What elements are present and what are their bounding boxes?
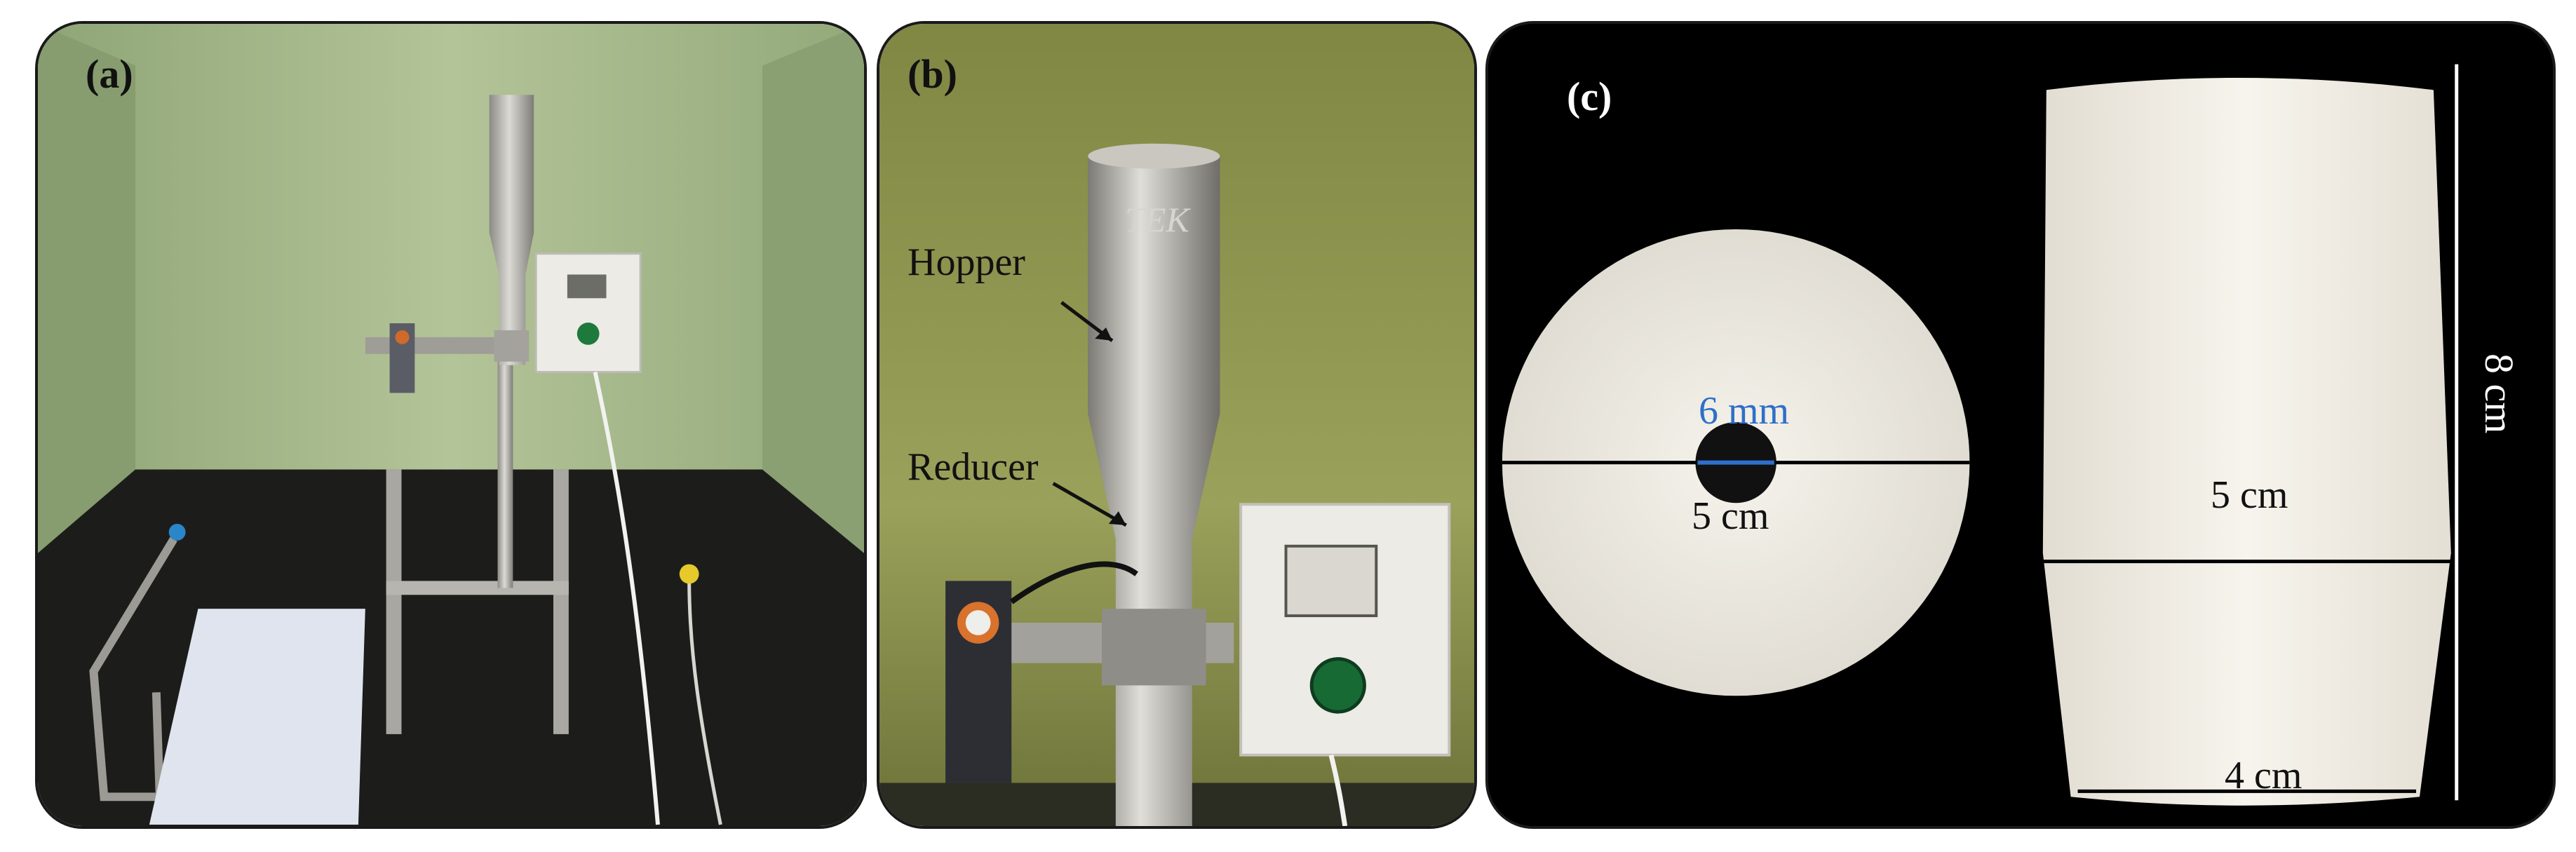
right-wall [762,24,864,553]
reducer-arrow-head [1108,511,1126,525]
instruction-manual [149,609,365,825]
panel-c-illustration [1488,24,2553,826]
hopper-arrow-head [1095,327,1112,341]
clamp-block-b [1102,609,1206,686]
controller-button [576,323,600,345]
regulator-gauge [395,330,410,344]
controller-display-b [1284,544,1378,618]
reducer-label: Reducer [908,445,1039,489]
clamp-block [494,330,530,362]
hopper-a [489,95,534,365]
funnel-side-view [2042,77,2451,806]
power-cable [593,371,660,825]
blue-connector [168,524,186,541]
cup-bottom-label: 4 cm [2225,754,2302,797]
hopper-rim [1088,143,1220,169]
base-crossbar [386,581,569,595]
panel-b-illustration [879,24,1474,826]
controller-button-b [1309,657,1366,714]
controller-box [534,252,642,374]
base-rail-right [553,469,569,734]
panel-c-photo: (c) 6 mm 5 cm 5 cm 4 cm 8 cm [1485,21,2556,829]
panel-a-illustration [38,24,864,826]
panel-label-c: (c) [1567,74,1612,119]
orifice-label: 6 mm [1699,389,1790,433]
panel-b-photo: (b) Hopper Reducer TEK [877,21,1477,829]
top-diameter-label: 5 cm [1692,494,1769,538]
panel-a-photo: (a) [35,21,867,829]
support-arm [365,337,512,354]
stand-pole [497,358,513,588]
glass-rod [89,536,177,802]
panel-label-b: (b) [908,51,957,97]
controller-box-b [1239,503,1451,757]
regulator-dial [965,610,991,635]
controller-display [567,274,607,299]
panel-label-a: (a) [86,51,133,97]
left-wall [38,24,136,553]
base-rail-left [386,469,402,734]
cup-top-label: 5 cm [2211,473,2288,517]
device-brand: TEK [1125,200,1189,239]
power-cable-b [1328,754,1348,826]
yellow-connector [679,564,699,584]
air-tube [1009,561,1138,604]
sensor-cable [687,581,722,825]
height-label: 8 cm [2476,353,2522,434]
hopper-label: Hopper [908,241,1025,284]
